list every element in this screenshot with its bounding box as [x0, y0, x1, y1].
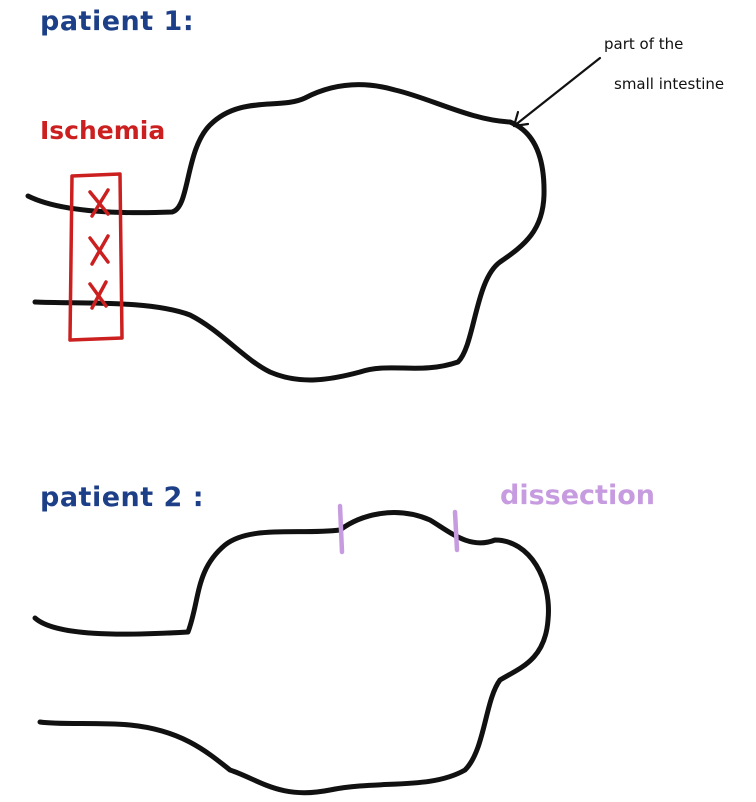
patient-2-intestine-outline: [35, 513, 548, 793]
ischemia-mark-2: [90, 236, 108, 264]
dissection-mark-left: [340, 506, 342, 552]
patient-1-intestine-outline: [28, 85, 544, 380]
dissection-mark-right: [455, 512, 457, 550]
annotation-arrow-shaft: [514, 58, 600, 126]
